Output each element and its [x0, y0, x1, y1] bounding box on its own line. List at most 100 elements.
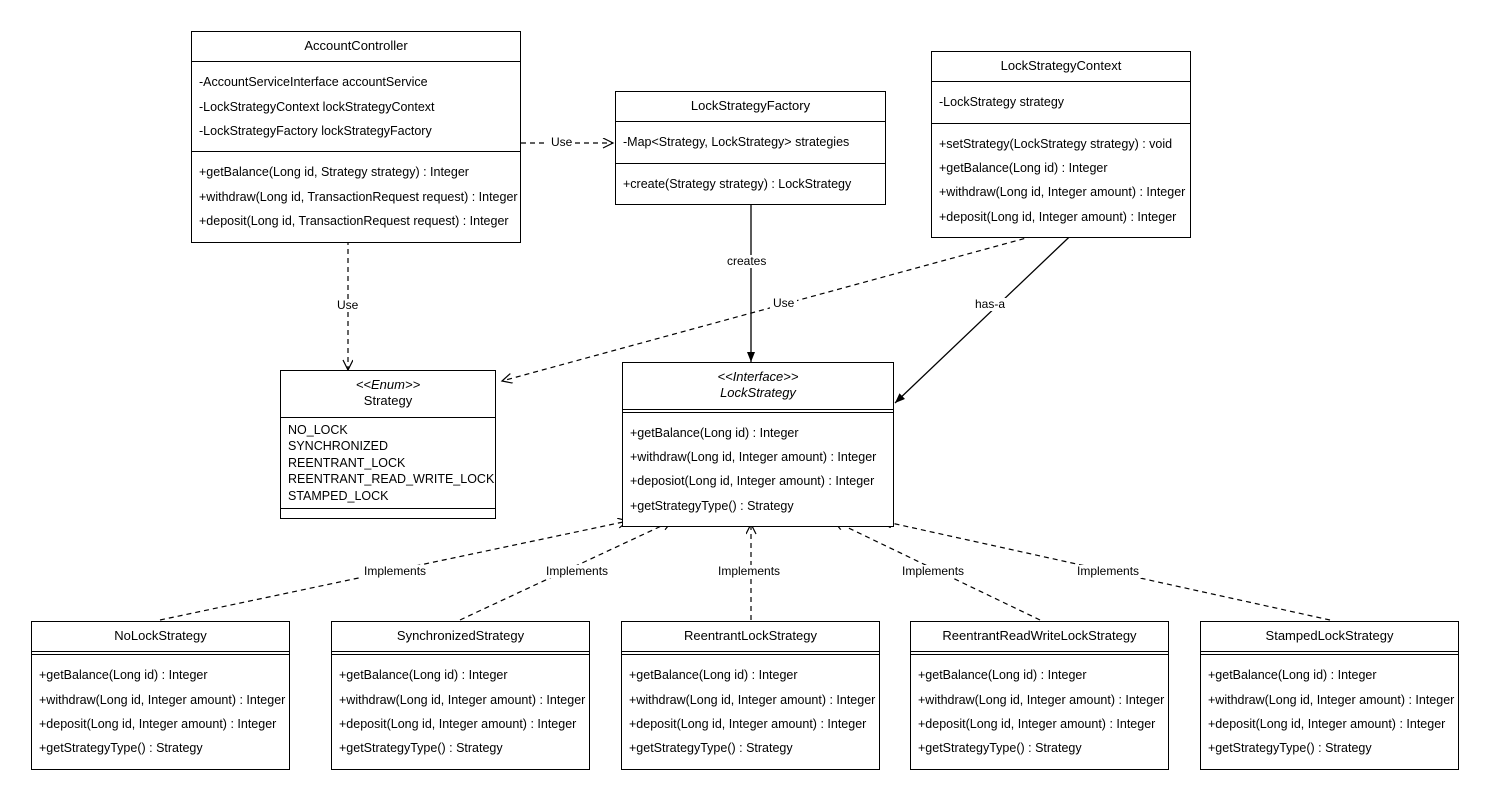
- method-row: +create(Strategy strategy) : LockStrateg…: [623, 176, 852, 191]
- method-row: +deposit(Long id, Integer amount) : Inte…: [39, 717, 277, 731]
- class-title-lock-strategy-context: LockStrategyContext: [932, 52, 1190, 81]
- method-row: +getStrategyType() : Strategy: [39, 741, 203, 756]
- enum-value-row: NO_LOCK: [288, 422, 348, 437]
- method-row: +getBalance(Long id) : Integer: [339, 668, 508, 683]
- attributes-no-lock-strategy-empty: [32, 651, 289, 656]
- method-row: +getBalance(Long id, Strategy strategy) …: [199, 165, 469, 180]
- method-row: +withdraw(Long id, TransactionRequest re…: [199, 189, 518, 204]
- interface-attributes-empty: [623, 408, 893, 413]
- class-box-account-controller[interactable]: AccountController -AccountServiceInterfa…: [191, 31, 521, 243]
- enum-box-strategy[interactable]: <<Enum>> Strategy NO_LOCK SYNCHRONIZED R…: [280, 370, 496, 519]
- class-box-reentrant-read-write-lock-strategy[interactable]: ReentrantReadWriteLockStrategy +getBalan…: [910, 621, 1169, 770]
- edge-label-implements-reentrantreadwritelockstrategy: Implements: [899, 564, 968, 579]
- edge-label-use-context-strategy: Use: [770, 296, 798, 311]
- attributes-lock-strategy-factory: -Map<Strategy, LockStrategy> strategies: [616, 122, 885, 162]
- enum-name-strategy: Strategy: [363, 393, 413, 409]
- interface-title-lock-strategy: <<Interface>> LockStrategy: [623, 363, 893, 409]
- interface-stereotype: <<Interface>>: [717, 369, 799, 384]
- method-row: +withdraw(Long id, Integer amount) : Int…: [939, 185, 1186, 200]
- method-row: +getStrategyType() : Strategy: [918, 741, 1082, 756]
- methods-account-controller: +getBalance(Long id, Strategy strategy) …: [192, 152, 520, 241]
- method-row: +withdraw(Long id, Integer amount) : Int…: [1208, 692, 1455, 707]
- method-row: +deposit(Long id, TransactionRequest req…: [199, 214, 509, 229]
- enum-stereotype: <<Enum>>: [355, 377, 421, 392]
- attributes-account-controller: -AccountServiceInterface accountService …: [192, 62, 520, 151]
- edge-label-implements-nolockstrategy: Implements: [361, 564, 430, 579]
- methods-synchronized-strategy: +getBalance(Long id) : Integer +withdraw…: [332, 655, 589, 769]
- enum-title-strategy: <<Enum>> Strategy: [281, 371, 495, 417]
- method-row: +deposit(Long id, Integer amount) : Inte…: [1208, 717, 1446, 731]
- methods-no-lock-strategy: +getBalance(Long id) : Integer +withdraw…: [32, 655, 289, 769]
- enum-values-strategy: NO_LOCK SYNCHRONIZED REENTRANT_LOCK REEN…: [281, 418, 495, 509]
- class-box-synchronized-strategy[interactable]: SynchronizedStrategy +getBalance(Long id…: [331, 621, 590, 770]
- class-title-account-controller: AccountController: [192, 32, 520, 61]
- methods-reentrant-read-write-lock-strategy: +getBalance(Long id) : Integer +withdraw…: [911, 655, 1168, 769]
- interface-box-lock-strategy[interactable]: <<Interface>> LockStrategy +getBalance(L…: [622, 362, 894, 527]
- method-row: +getBalance(Long id) : Integer: [630, 425, 799, 440]
- attribute-row: -Map<Strategy, LockStrategy> strategies: [623, 135, 850, 150]
- method-row: +setStrategy(LockStrategy strategy) : vo…: [939, 136, 1173, 151]
- class-name-stamped-lock-strategy: StampedLockStrategy: [1265, 628, 1394, 643]
- method-row: +getBalance(Long id) : Integer: [629, 668, 798, 683]
- enum-value-row: STAMPED_LOCK: [288, 488, 389, 503]
- method-row: +deposit(Long id, Integer amount) : Inte…: [339, 717, 577, 731]
- methods-lock-strategy-context: +setStrategy(LockStrategy strategy) : vo…: [932, 124, 1190, 238]
- enum-methods-strategy-empty: [281, 509, 495, 518]
- class-title-synchronized-strategy: SynchronizedStrategy: [332, 622, 589, 651]
- method-row: +getBalance(Long id) : Integer: [918, 668, 1087, 683]
- edge-label-use-controller-strategy: Use: [334, 298, 362, 313]
- attributes-reentrant-read-write-lock-strategy-empty: [911, 651, 1168, 656]
- class-title-reentrant-read-write-lock-strategy: ReentrantReadWriteLockStrategy: [911, 622, 1168, 651]
- method-row: +getStrategyType() : Strategy: [1208, 741, 1372, 756]
- method-row: +getStrategyType() : Strategy: [630, 498, 794, 513]
- methods-reentrant-lock-strategy: +getBalance(Long id) : Integer +withdraw…: [622, 655, 879, 769]
- class-box-reentrant-lock-strategy[interactable]: ReentrantLockStrategy +getBalance(Long i…: [621, 621, 880, 770]
- class-name-reentrant-read-write-lock-strategy: ReentrantReadWriteLockStrategy: [942, 628, 1137, 643]
- method-row: +withdraw(Long id, Integer amount) : Int…: [339, 692, 586, 707]
- method-row: +getBalance(Long id) : Integer: [1208, 668, 1377, 683]
- class-name-lock-strategy-factory: LockStrategyFactory: [690, 98, 811, 113]
- class-name-synchronized-strategy: SynchronizedStrategy: [396, 628, 525, 643]
- attribute-row: -LockStrategyContext lockStrategyContext: [199, 99, 435, 114]
- method-row: +withdraw(Long id, Integer amount) : Int…: [629, 692, 876, 707]
- attributes-reentrant-lock-strategy-empty: [622, 651, 879, 656]
- class-box-no-lock-strategy[interactable]: NoLockStrategy +getBalance(Long id) : In…: [31, 621, 290, 770]
- attributes-stamped-lock-strategy-empty: [1201, 651, 1458, 656]
- method-row: +deposit(Long id, Integer amount) : Inte…: [629, 717, 867, 731]
- class-box-lock-strategy-factory[interactable]: LockStrategyFactory -Map<Strategy, LockS…: [615, 91, 886, 205]
- class-box-lock-strategy-context[interactable]: LockStrategyContext -LockStrategy strate…: [931, 51, 1191, 239]
- edge-label-creates-factory-lockstrategy: creates: [724, 254, 770, 269]
- edge-label-use-controller-factory: Use: [548, 135, 576, 150]
- method-row: +withdraw(Long id, Integer amount) : Int…: [918, 692, 1165, 707]
- class-name-reentrant-lock-strategy: ReentrantLockStrategy: [684, 628, 817, 643]
- class-name-no-lock-strategy: NoLockStrategy: [114, 628, 207, 643]
- edge-label-implements-reentrantlockstrategy: Implements: [715, 564, 784, 579]
- method-row: +withdraw(Long id, Integer amount) : Int…: [39, 692, 286, 707]
- class-title-no-lock-strategy: NoLockStrategy: [32, 622, 289, 651]
- class-name-lock-strategy-context: LockStrategyContext: [1000, 58, 1122, 73]
- attribute-row: -AccountServiceInterface accountService: [199, 75, 428, 90]
- method-row: +getBalance(Long id) : Integer: [39, 668, 208, 683]
- class-name-account-controller: AccountController: [304, 38, 408, 53]
- attribute-row: -LockStrategyFactory lockStrategyFactory: [199, 124, 432, 138]
- edge-label-implements-synchronizedstrategy: Implements: [543, 564, 612, 579]
- method-row: +getBalance(Long id) : Integer: [939, 161, 1108, 175]
- attributes-lock-strategy-context: -LockStrategy strategy: [932, 82, 1190, 122]
- class-title-lock-strategy-factory: LockStrategyFactory: [616, 92, 885, 121]
- enum-value-row: SYNCHRONIZED: [288, 439, 389, 453]
- attributes-synchronized-strategy-empty: [332, 651, 589, 656]
- enum-value-row: REENTRANT_LOCK: [288, 455, 406, 470]
- interface-name-lock-strategy: LockStrategy: [720, 385, 796, 401]
- method-row: +withdraw(Long id, Integer amount) : Int…: [630, 449, 877, 464]
- methods-lock-strategy: +getBalance(Long id) : Integer +withdraw…: [623, 413, 893, 527]
- method-row: +deposit(Long id, Integer amount) : Inte…: [939, 209, 1177, 224]
- class-box-stamped-lock-strategy[interactable]: StampedLockStrategy +getBalance(Long id)…: [1200, 621, 1459, 770]
- method-row: +getStrategyType() : Strategy: [339, 741, 503, 756]
- method-row: +deposit(Long id, Integer amount) : Inte…: [918, 717, 1156, 731]
- edge-label-implements-stampedlockstrategy: Implements: [1074, 564, 1143, 579]
- edge-label-hasa-context-lockstrategy: has-a: [972, 297, 1009, 312]
- method-row: +getStrategyType() : Strategy: [629, 741, 793, 756]
- methods-stamped-lock-strategy: +getBalance(Long id) : Integer +withdraw…: [1201, 655, 1458, 769]
- methods-lock-strategy-factory: +create(Strategy strategy) : LockStrateg…: [616, 164, 885, 204]
